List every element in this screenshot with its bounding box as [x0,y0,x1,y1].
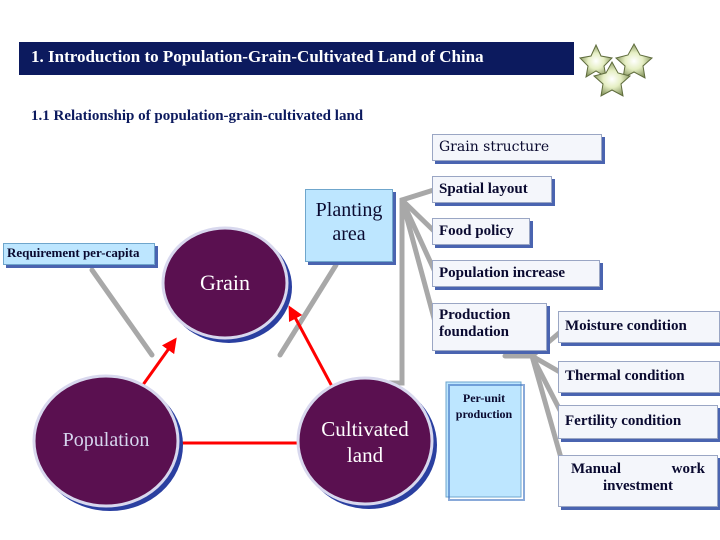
manual-word: Manual [571,461,622,477]
production-foundation-line1: Production [439,307,511,323]
title-bar: 1. Introduction to Population-Grain-Cult… [19,42,574,75]
production-foundation-box: Production foundation [432,303,547,351]
spatial-layout-label: Spatial layout [439,181,528,197]
grain-factor-box: Population increase [432,260,600,287]
per-unit-production-box [445,381,522,498]
cultivated-line2: land [346,443,384,468]
grain-structure-label: Grain structure [439,139,550,155]
grain-factor-box: Grain structure [432,134,602,161]
work-word: work [671,461,705,477]
food-policy-label: Food policy [439,223,514,239]
fertility-condition-label: Fertility condition [565,413,682,429]
section-subtitle: 1.1 Relationship of population-grain-cul… [31,108,364,124]
grain-circle [161,226,292,343]
page-title: 1. Introduction to Population-Grain-Cult… [31,47,484,66]
population-increase-label: Population increase [439,265,565,281]
per-unit-line1: Per-unit [462,391,506,405]
gray-connectors [89,185,568,475]
cultivated-land-circle [296,376,437,509]
fertility-condition-box: Fertility condition [558,405,718,439]
thermal-condition-box: Thermal condition [558,361,720,393]
production-foundation-line2: foundation [439,324,510,341]
grain-label: Grain [199,270,251,295]
per-unit-line2: production [455,406,513,421]
per-unit-production-label: Per-unit production [449,391,519,422]
moisture-condition-box: Moisture condition [558,311,720,343]
investment-word: investment [603,478,673,495]
star-ornament-icon [592,60,632,97]
planting-area-line2: area [332,223,366,245]
manual-work-investment-box: Manual work investment [558,455,718,507]
requirement-per-capita-label: Requirement per-capita [7,245,140,260]
connector-planting-to-grain [277,262,339,358]
moisture-condition-label: Moisture condition [565,318,687,334]
planting-area-line1: Planting [315,199,383,221]
requirement-per-capita-box: Requirement per-capita [3,243,155,265]
planting-area-box: Planting area [305,189,393,262]
cultivated-line1: Cultivated [321,417,409,441]
population-label: Population [62,429,150,451]
grain-factor-box: Spatial layout [432,176,552,203]
connector-requirement-to-grain [89,267,155,358]
thermal-condition-label: Thermal condition [565,368,685,384]
cultivated-land-label: Cultivated land [300,416,430,469]
star-ornament-icon [578,43,614,78]
population-circle [32,374,183,511]
star-ornament-icon [614,42,654,79]
grain-factor-box: Food policy [432,218,530,245]
